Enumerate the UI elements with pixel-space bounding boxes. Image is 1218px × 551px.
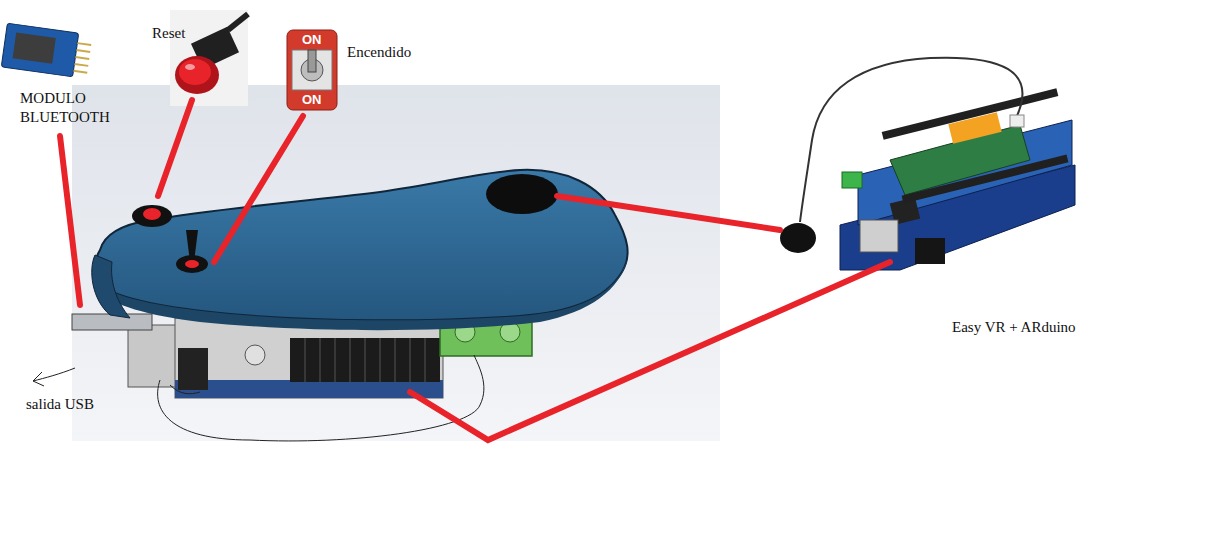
usb-jack [178, 348, 208, 390]
leader-lines [60, 100, 890, 440]
part-label: Easy VR + ARduino [952, 318, 1076, 337]
usb-cable [72, 314, 152, 330]
housing-lip [98, 258, 628, 330]
reset-button-mark [143, 208, 161, 220]
usb-block [128, 325, 178, 387]
easyvr-arduino-photo [778, 48, 1088, 282]
part-label: salida USB [26, 395, 94, 414]
toggle-switch-photo [287, 30, 337, 110]
switch-lever [186, 230, 198, 262]
part-label: Encendido [347, 43, 411, 62]
bluetooth-module [1, 23, 91, 77]
board-edge [175, 380, 443, 398]
part-label: Reset [152, 24, 185, 43]
part-label: MODULO BLUETOOTH [20, 89, 130, 127]
cad-background [72, 85, 720, 441]
switch-marking: ON [302, 33, 322, 47]
microphone-hole [486, 174, 558, 214]
switch-marking: ON [302, 93, 322, 107]
header-pins [290, 338, 440, 382]
reset-hole [132, 205, 172, 227]
reset-button-photo [170, 10, 248, 106]
wire [158, 355, 484, 441]
housing-shell [95, 170, 628, 320]
